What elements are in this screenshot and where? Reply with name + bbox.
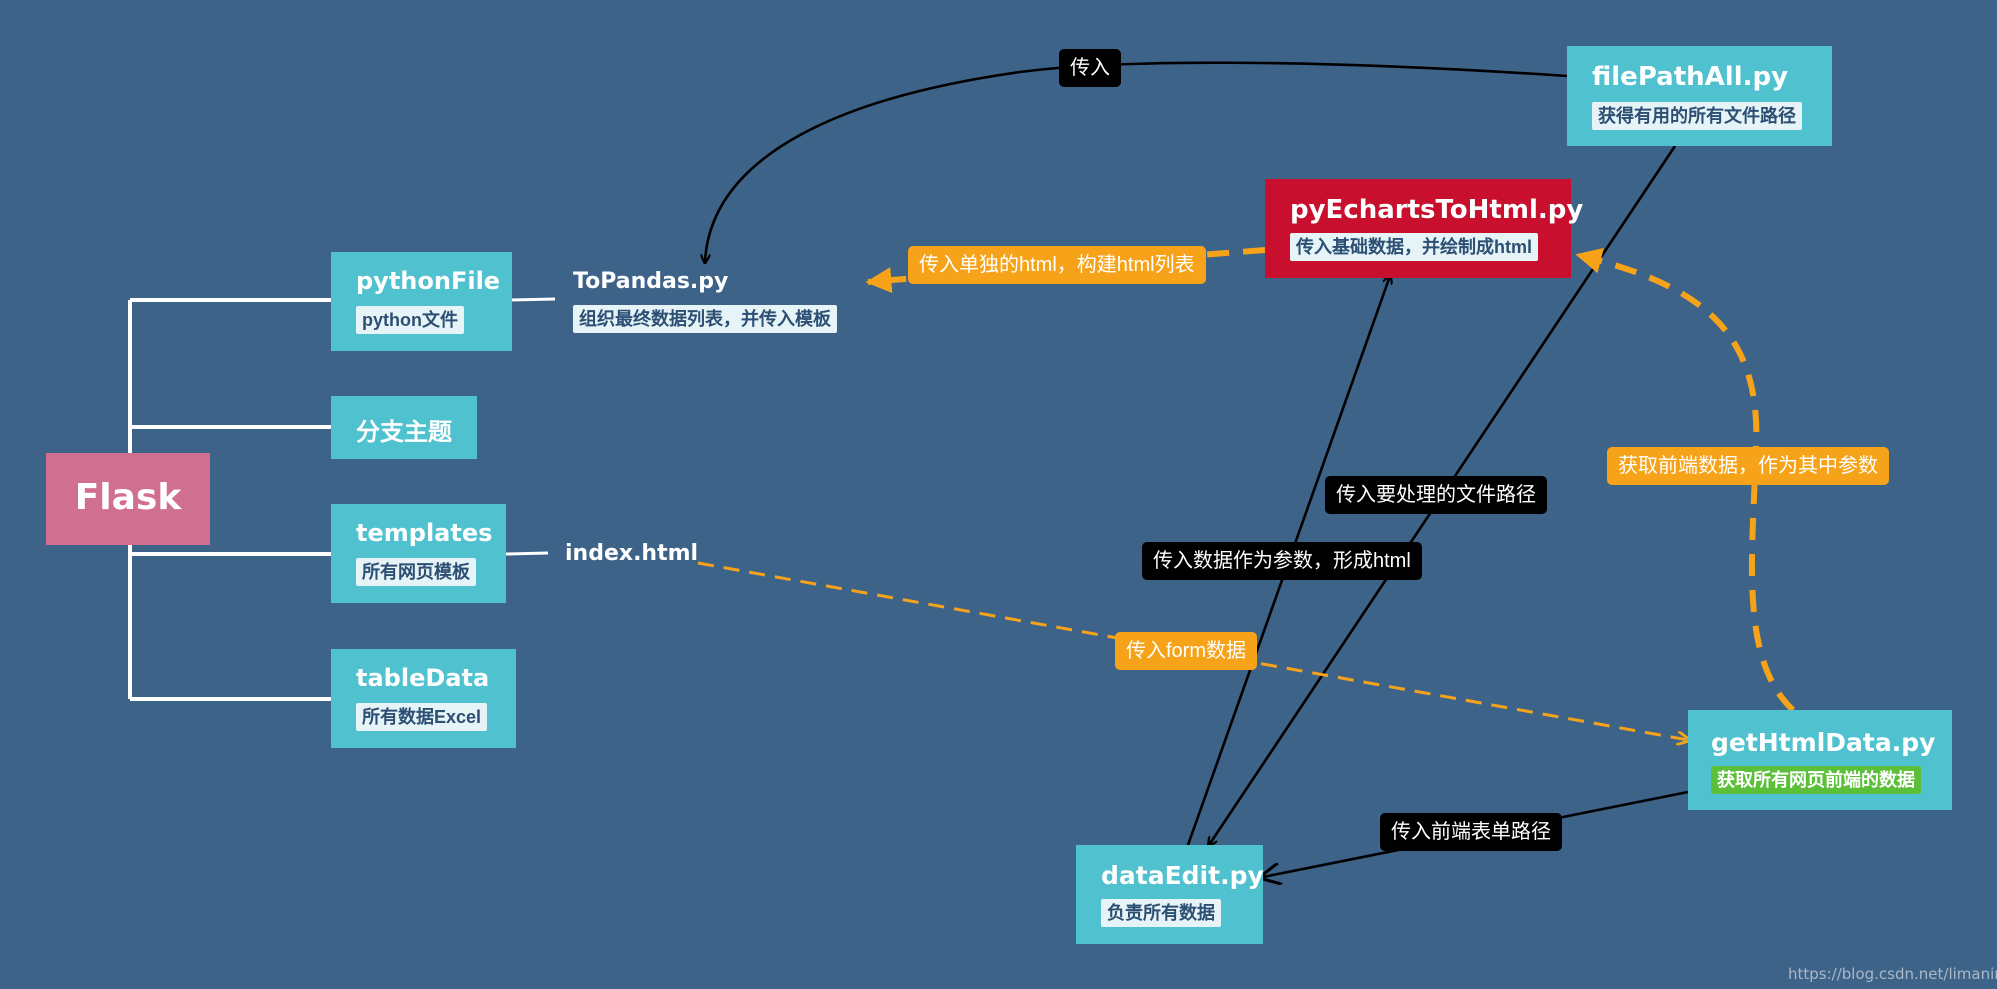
gethtmldata-title: getHtmlData.py [1711, 728, 1936, 757]
label-frontend-param: 获取前端数据，作为其中参数 [1607, 447, 1889, 485]
index-html-title: index.html [565, 541, 699, 566]
arrow-filepath-to-topandas [705, 61, 1568, 262]
pyecharts-node: pyEchartsToHtml.py 传入基础数据，并绘制成html [1265, 179, 1583, 278]
watermark: https://blog.csdn.net/limaning [1788, 965, 1997, 983]
label-form-data: 传入form数据 [1115, 632, 1257, 670]
flask-label: Flask [74, 477, 182, 518]
tabledata-node: tableData 所有数据Excel [331, 649, 516, 748]
dataedit-desc: 负责所有数据 [1101, 899, 1221, 927]
flask-node: Flask [46, 453, 210, 545]
dataedit-node: dataEdit.py 负责所有数据 [1076, 845, 1264, 944]
tabledata-title: tableData [356, 664, 490, 692]
tabledata-desc: 所有数据Excel [356, 703, 488, 731]
connector-pythonfile-topandas [510, 297, 556, 302]
label-pass-in: 传入 [1059, 49, 1121, 87]
gethtmldata-desc: 获取所有网页前端的数据 [1711, 766, 1921, 794]
topandas-title: ToPandas.py [573, 269, 729, 294]
topandas-desc: 组织最终数据列表，并传入模板 [573, 305, 837, 333]
templates-title: templates [356, 519, 493, 547]
pyecharts-desc: 传入基础数据，并绘制成html [1290, 233, 1538, 261]
arrow-pyecharts-to-topandas [865, 247, 1266, 294]
gethtmldata-node: getHtmlData.py 获取所有网页前端的数据 [1688, 710, 1952, 810]
filepathall-title: filePathAll.py [1592, 62, 1789, 92]
filepathall-node: filePathAll.py 获得有用的所有文件路径 [1567, 46, 1832, 146]
branch-topic-node: 分支主题 [331, 396, 477, 459]
label-data-param: 传入数据作为参数，形成html [1142, 542, 1422, 580]
templates-desc: 所有网页模板 [356, 558, 476, 586]
branch-topic-title: 分支主题 [356, 418, 452, 446]
label-file-path: 传入要处理的文件路径 [1325, 476, 1547, 514]
pyecharts-title: pyEchartsToHtml.py [1290, 195, 1584, 225]
label-form-path: 传入前端表单路径 [1380, 813, 1562, 851]
label-single-html: 传入单独的html，构建html列表 [908, 246, 1206, 284]
pythonfile-title: pythonFile [356, 267, 501, 295]
pythonfile-desc: python文件 [356, 306, 464, 334]
templates-node: templates 所有网页模板 [331, 504, 506, 603]
pythonfile-node: pythonFile python文件 [331, 252, 512, 351]
dataedit-title: dataEdit.py [1101, 861, 1264, 890]
connector-templates-index [505, 551, 549, 556]
filepathall-desc: 获得有用的所有文件路径 [1592, 102, 1802, 130]
